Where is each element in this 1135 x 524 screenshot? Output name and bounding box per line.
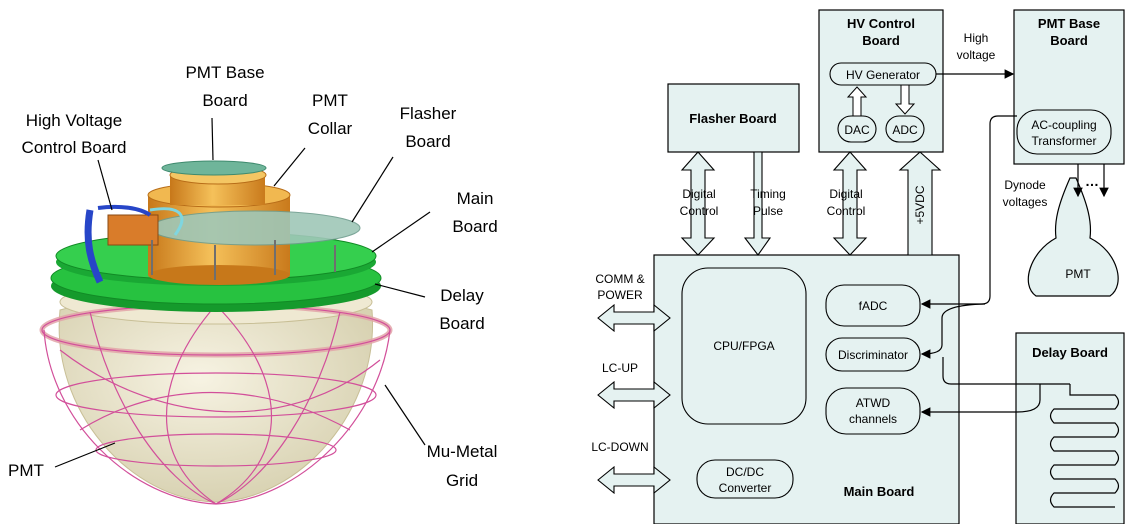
dac-to-hv-arrow <box>846 86 868 117</box>
callout-leaders <box>54 117 431 468</box>
label-hv-control-board-line2: Control Board <box>22 138 127 157</box>
comm-power-port-arrow[interactable] <box>597 303 671 333</box>
atwd-label-line2: channels <box>849 412 897 426</box>
label-flasher-board-line2: Board <box>405 132 450 151</box>
dynode-voltages-line2: voltages <box>1003 195 1048 209</box>
assembly-illustration <box>39 160 393 505</box>
hv-control-board-title-line1: HV Control <box>847 16 915 31</box>
label-flasher-board-line1: Flasher <box>400 104 457 123</box>
ac-coupling-transformer-box <box>1016 109 1112 155</box>
pmt-base-board-title-line1: PMT Base <box>1038 16 1100 31</box>
delay-board-title: Delay Board <box>1032 345 1108 360</box>
high-voltage-label-line2: voltage <box>957 48 996 62</box>
digital-control-2-line2: Control <box>827 204 866 218</box>
digital-control-1-line1: Digital <box>682 187 715 201</box>
hv-control-board-box <box>818 9 944 153</box>
label-mu-metal-grid-line2: Grid <box>446 471 478 490</box>
lc-up-label: LC-UP <box>602 361 638 375</box>
label-delay-board-line1: Delay <box>440 286 484 305</box>
dcdc-converter-box[interactable] <box>696 459 794 499</box>
hv-to-adc-arrow <box>894 84 916 115</box>
label-hv-control-board-line1: High Voltage <box>26 111 122 130</box>
discriminator-label: Discriminator <box>838 348 908 362</box>
hv-generator-label: HV Generator <box>846 68 920 82</box>
main-board-title: Main Board <box>844 484 915 499</box>
pmt-base-board-box <box>1013 9 1125 165</box>
pmt-bulb-shape <box>1027 177 1119 297</box>
comm-power-label-line2: POWER <box>597 288 643 302</box>
digital-control-2-line1: Digital <box>829 187 862 201</box>
lc-down-label: LC-DOWN <box>591 440 648 454</box>
lc-down-port-arrow[interactable] <box>597 465 671 495</box>
comm-power-label-line1: COMM & <box>595 272 644 286</box>
label-delay-board-line2: Board <box>439 314 484 333</box>
standoffs <box>151 240 336 280</box>
flasher-board-box <box>667 83 800 153</box>
cpu-fpga-box[interactable] <box>681 267 807 425</box>
timing-pulse-line1: Timing <box>750 187 786 201</box>
label-pmt-collar-line1: PMT <box>312 91 348 110</box>
label-pmt-collar-line2: Collar <box>308 119 353 138</box>
hv-control-board-shape <box>84 204 184 284</box>
fadc-box[interactable] <box>825 284 921 327</box>
fadc-label: fADC <box>859 299 888 313</box>
digital-control-1-line2: Control <box>680 204 719 218</box>
plus5vdc-arrow <box>898 151 942 256</box>
discriminator-box[interactable] <box>825 337 921 372</box>
pmt-base-board-title-line2: Board <box>1050 33 1088 48</box>
ellipsis-dots: … <box>1085 173 1099 189</box>
pmt-base-board-disc <box>161 160 267 176</box>
digital-control-arrow-2 <box>832 151 868 256</box>
label-main-board-line2: Board <box>452 217 497 236</box>
label-pmt-base-board-line2: Board <box>202 91 247 110</box>
timing-pulse-arrow <box>743 151 772 256</box>
dcdc-label-line1: DC/DC <box>726 465 764 479</box>
delay-board-box <box>1015 332 1125 524</box>
label-pmt: PMT <box>8 461 44 480</box>
label-mu-metal-grid-line1: Mu-Metal <box>427 442 498 461</box>
transformer-label-line1: AC-coupling <box>1031 118 1096 132</box>
signal-wires <box>920 69 1120 508</box>
digital-control-arrow-1 <box>680 151 716 256</box>
pmt-block-label: PMT <box>1065 267 1091 281</box>
dac-label: DAC <box>844 123 870 137</box>
atwd-label-line1: ATWD <box>856 396 891 410</box>
dynode-voltages-line1: Dynode <box>1004 178 1046 192</box>
label-main-board-line1: Main <box>457 189 494 208</box>
transformer-label-line2: Transformer <box>1032 134 1097 148</box>
hv-control-board-title-line2: Board <box>862 33 900 48</box>
flasher-board-title: Flasher Board <box>689 111 776 126</box>
cpu-fpga-label: CPU/FPGA <box>713 339 774 353</box>
label-pmt-base-board-line1: PMT Base <box>185 63 264 82</box>
dcdc-label-line2: Converter <box>719 481 772 495</box>
high-voltage-label-line1: High <box>964 31 989 45</box>
adc-box <box>885 115 925 143</box>
timing-pulse-line2: Pulse <box>753 204 783 218</box>
lc-up-port-arrow[interactable] <box>597 380 671 410</box>
plus5vdc-label: +5VDC <box>913 185 927 224</box>
pmt-sphere <box>58 279 374 503</box>
atwd-channels-box[interactable] <box>825 387 921 435</box>
adc-label: ADC <box>892 123 918 137</box>
